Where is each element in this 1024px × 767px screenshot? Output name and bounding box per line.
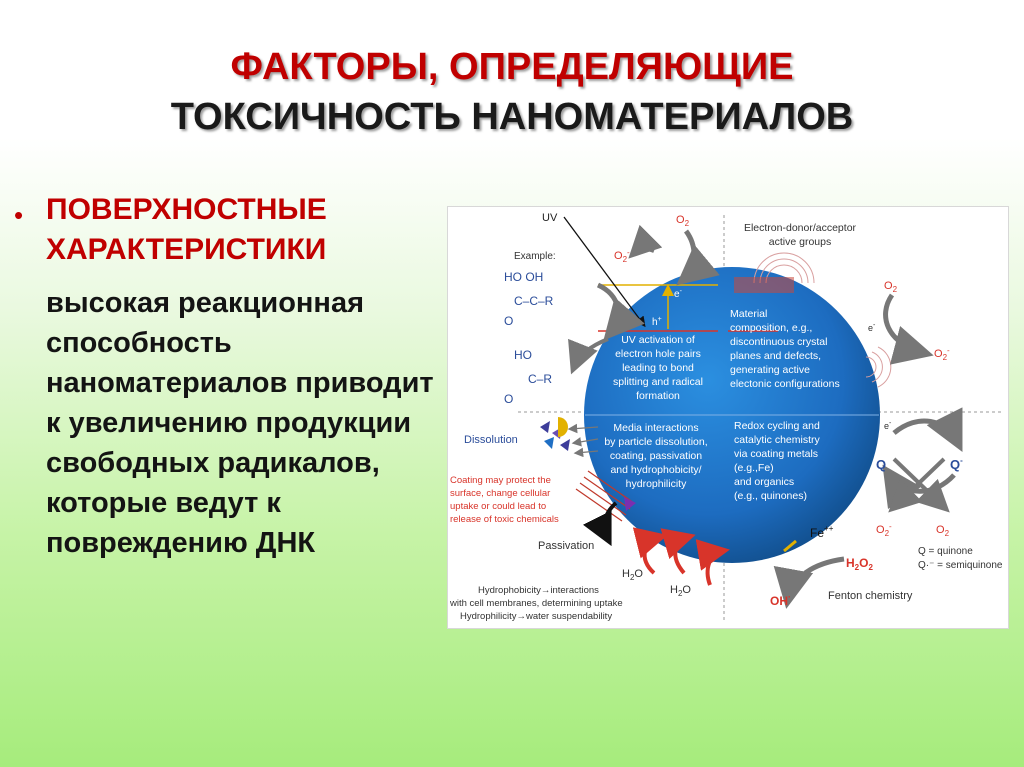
hydroxyl-radical-label: OH· [770, 592, 791, 608]
q2-line-1: Material [730, 308, 767, 320]
dissolution-label: Dissolution [464, 434, 518, 446]
nanoparticle-reactivity-figure: UV e- h+ O2 O2- Example: HO OH C–C–R O H… [447, 206, 1009, 629]
iron-label: Fe++ [810, 524, 834, 540]
passivation-label: Passivation [538, 540, 594, 552]
hole-label: h+ [652, 316, 662, 328]
coating-particle [624, 497, 636, 511]
hydro-line-3: Hydrophilicity→water suspendability [460, 611, 612, 622]
chem2-backbone: C–R [528, 372, 552, 386]
quinone-q-label: Q [876, 457, 886, 472]
surface-marker-yellow [558, 417, 568, 437]
q1-line-5: formation [636, 390, 680, 402]
q1-line-3: leading to bond [622, 362, 694, 374]
dissolution-arrows [567, 423, 599, 458]
q3-line-5: hydrophilicity [626, 478, 687, 490]
surface-wave-lines [753, 252, 815, 284]
water-arrow-3 [695, 539, 730, 586]
title-line-2: ТОКСИЧНОСТЬ НАНОМАТЕРИАЛОВ [170, 96, 854, 138]
passivation-arrow [582, 501, 618, 547]
bullet-heading: ПОВЕРХНОСТНЫЕ ХАРАКТЕРИСТИКИ [46, 193, 327, 266]
q4-line-3: via coating metals [734, 448, 818, 460]
q2-line-2: composition, e.g., [730, 322, 812, 334]
q2-line-4: planes and defects, [730, 350, 821, 362]
q4-line-6: (e.g., quinones) [734, 490, 807, 502]
o2-reduction-arrow [676, 229, 720, 286]
chem1-oxygen: O [504, 314, 513, 328]
o2-top-label: O2 [676, 214, 690, 228]
q4-line-1: Redox cycling and [734, 420, 820, 432]
title-line-1: ФАКТОРЫ, ОПРЕДЕЛЯЮЩИЕ [230, 46, 794, 88]
q3-line-3: coating, passivation [610, 450, 702, 462]
q3-line-1: Media interactions [613, 422, 698, 434]
chem-conversion-arrow [596, 282, 645, 341]
electron-right-label: e- [868, 322, 876, 333]
uv-label: UV [542, 212, 558, 224]
quinone-cross-arrow-2 [888, 457, 946, 513]
h2o2-label: H2O2 [846, 556, 873, 572]
q2-line-3: discontinuous crystal [730, 336, 827, 348]
active-group-patch [734, 277, 794, 293]
q3-line-4: and hydrophobicity/ [610, 464, 701, 476]
electron-q-label: e- [884, 420, 892, 431]
iron-connector [783, 539, 797, 553]
hydro-line-2: with cell membranes, determining uptake [449, 598, 623, 609]
hydro-line-1: Hydrophobicity→interactions [478, 585, 599, 596]
coating-line-2: surface, change cellular [450, 488, 550, 499]
figure-canvas: UV e- h+ O2 O2- Example: HO OH C–C–R O H… [449, 212, 1003, 622]
q1-line-4: splitting and radical [613, 376, 703, 388]
quinone-cycle-arrow-top [892, 407, 963, 452]
water-arrow-2 [660, 528, 696, 575]
o2-right-label: O2 [884, 280, 898, 294]
coating-line-4: release of toxic chemicals [450, 514, 559, 525]
q3-line-2: by particle dissolution, [604, 436, 707, 448]
fenton-arrow [773, 556, 845, 609]
example-label: Example: [514, 251, 556, 262]
coating-stripes [575, 470, 635, 522]
q2-line-5: generating active [730, 364, 810, 376]
bullet-marker: • [14, 200, 24, 230]
coating-line-1: Coating may protect the [450, 475, 551, 486]
water-arrow-1 [632, 527, 668, 575]
fenton-label: Fenton chemistry [828, 590, 913, 602]
chem1-backbone: C–C–R [514, 294, 554, 308]
quinone-legend: Q = quinone [918, 546, 973, 557]
surface-wave-lines-2 [865, 346, 892, 388]
uv-arrow [563, 216, 646, 328]
o2-bottom-label: O2 [936, 524, 950, 538]
o2-minus-right-label: O2- [934, 346, 950, 362]
donor-line-2: active groups [769, 236, 831, 248]
electron-label: e- [674, 288, 683, 300]
q4-line-5: and organics [734, 476, 794, 488]
o2-minus-top-label: O2- [614, 248, 630, 264]
quinone-qminus-label: Q- [950, 456, 963, 472]
chem1-hydroxyls: HO OH [504, 270, 543, 284]
q1-line-2: electron hole pairs [615, 348, 701, 360]
chem-to-surface-arrow [568, 337, 609, 375]
q2-line-6: electonic configurations [730, 378, 840, 390]
donor-line-1: Electron-donor/acceptor [744, 222, 857, 234]
q4-line-4: (e.g.,Fe) [734, 462, 774, 474]
semiquinone-legend: Q·⁻ = semiquinone [918, 560, 1003, 571]
q4-line-2: catalytic chemistry [734, 434, 821, 446]
coating-line-3: uptake or could lead to [450, 501, 546, 512]
bullet-text: высокая реакционная способность наномате… [46, 287, 434, 559]
chem2-hydroxyl: HO [514, 348, 532, 362]
slide-title: ФАКТОРЫ, ОПРЕДЕЛЯЮЩИЕ ТОКСИЧНОСТЬ НАНОМА… [0, 42, 1024, 142]
o2-minus-bottom-label: O2- [876, 522, 892, 538]
chem2-oxygen: O [504, 392, 513, 406]
q1-line-1: UV activation of [621, 334, 695, 346]
water-label-1: H2O [622, 568, 643, 582]
o2-minus-arrow [628, 224, 663, 259]
o2-right-arrow [883, 293, 934, 365]
water-label-2: H2O [670, 584, 691, 598]
